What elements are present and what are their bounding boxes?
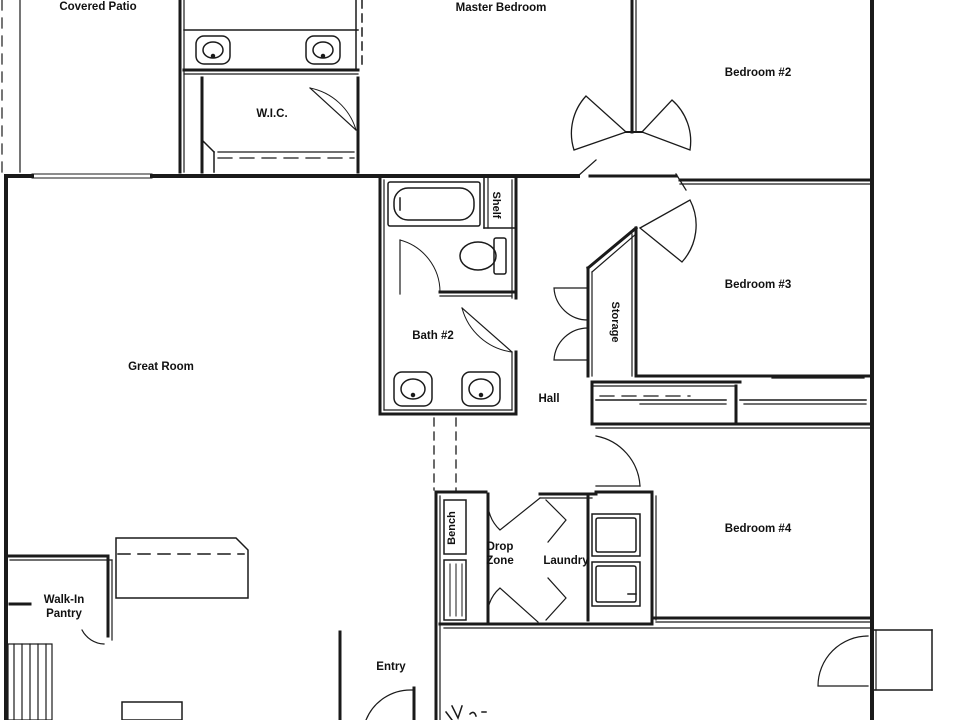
bath-2-walls — [378, 174, 518, 416]
label-bedroom-4: Bedroom #4 — [725, 523, 792, 535]
label-great-room: Great Room — [128, 361, 194, 373]
toilet — [459, 237, 507, 275]
dashed-opening — [433, 417, 457, 491]
label-hall: Hall — [538, 393, 559, 405]
bedroom-4-door — [595, 435, 641, 487]
patio-edge — [1, 0, 153, 179]
label-drop-zone-line-1: Drop — [487, 541, 514, 553]
drop-zone-laundry-walls — [434, 490, 873, 720]
label-storage: Storage — [609, 302, 621, 343]
master-suite-walls — [178, 0, 643, 174]
label-covered-patio: Covered Patio — [59, 1, 136, 13]
bedroom-doors — [570, 95, 697, 263]
label-entry: Entry — [376, 661, 406, 673]
pantry-shelves — [7, 629, 183, 720]
label-walk-in-pantry-line-1: Walk-In — [44, 594, 84, 606]
entry-doors — [365, 635, 869, 720]
label-master-bedroom: Master Bedroom — [456, 2, 547, 14]
wic-door — [309, 87, 357, 131]
handwritten-mark — [444, 704, 487, 720]
storage-closet — [585, 225, 639, 378]
label-walk-in-pantry-line-2: Pantry — [46, 608, 82, 620]
master-sinks — [195, 35, 341, 65]
label-bedroom-3: Bedroom #3 — [725, 279, 791, 291]
room-labels: Covered Patio Master Bedroom Bedroom #2 … — [44, 1, 792, 673]
label-bedroom-2: Bedroom #2 — [725, 67, 791, 79]
bath-door — [399, 239, 513, 353]
kitchen-island — [115, 537, 249, 599]
washer-dryer — [591, 513, 641, 607]
exterior-walls — [4, 0, 874, 720]
kitchen-walls — [4, 554, 113, 641]
label-laundry: Laundry — [543, 555, 589, 567]
storage-doors — [553, 287, 589, 361]
bathtub — [387, 181, 481, 227]
bench — [443, 499, 467, 621]
label-wic: W.I.C. — [256, 108, 287, 120]
label-bench: Bench — [446, 511, 458, 545]
bath-2-sinks — [393, 371, 501, 407]
drop-zone-doors — [486, 497, 567, 623]
label-shelf: Shelf — [490, 192, 502, 219]
entry-walls — [338, 629, 933, 720]
bedroom-2-walls — [678, 178, 874, 185]
bedroom-4-walls — [594, 490, 874, 626]
bedroom-3-walls — [590, 374, 874, 429]
label-drop-zone-line-2: Zone — [486, 555, 513, 567]
label-bath-2: Bath #2 — [412, 330, 454, 342]
